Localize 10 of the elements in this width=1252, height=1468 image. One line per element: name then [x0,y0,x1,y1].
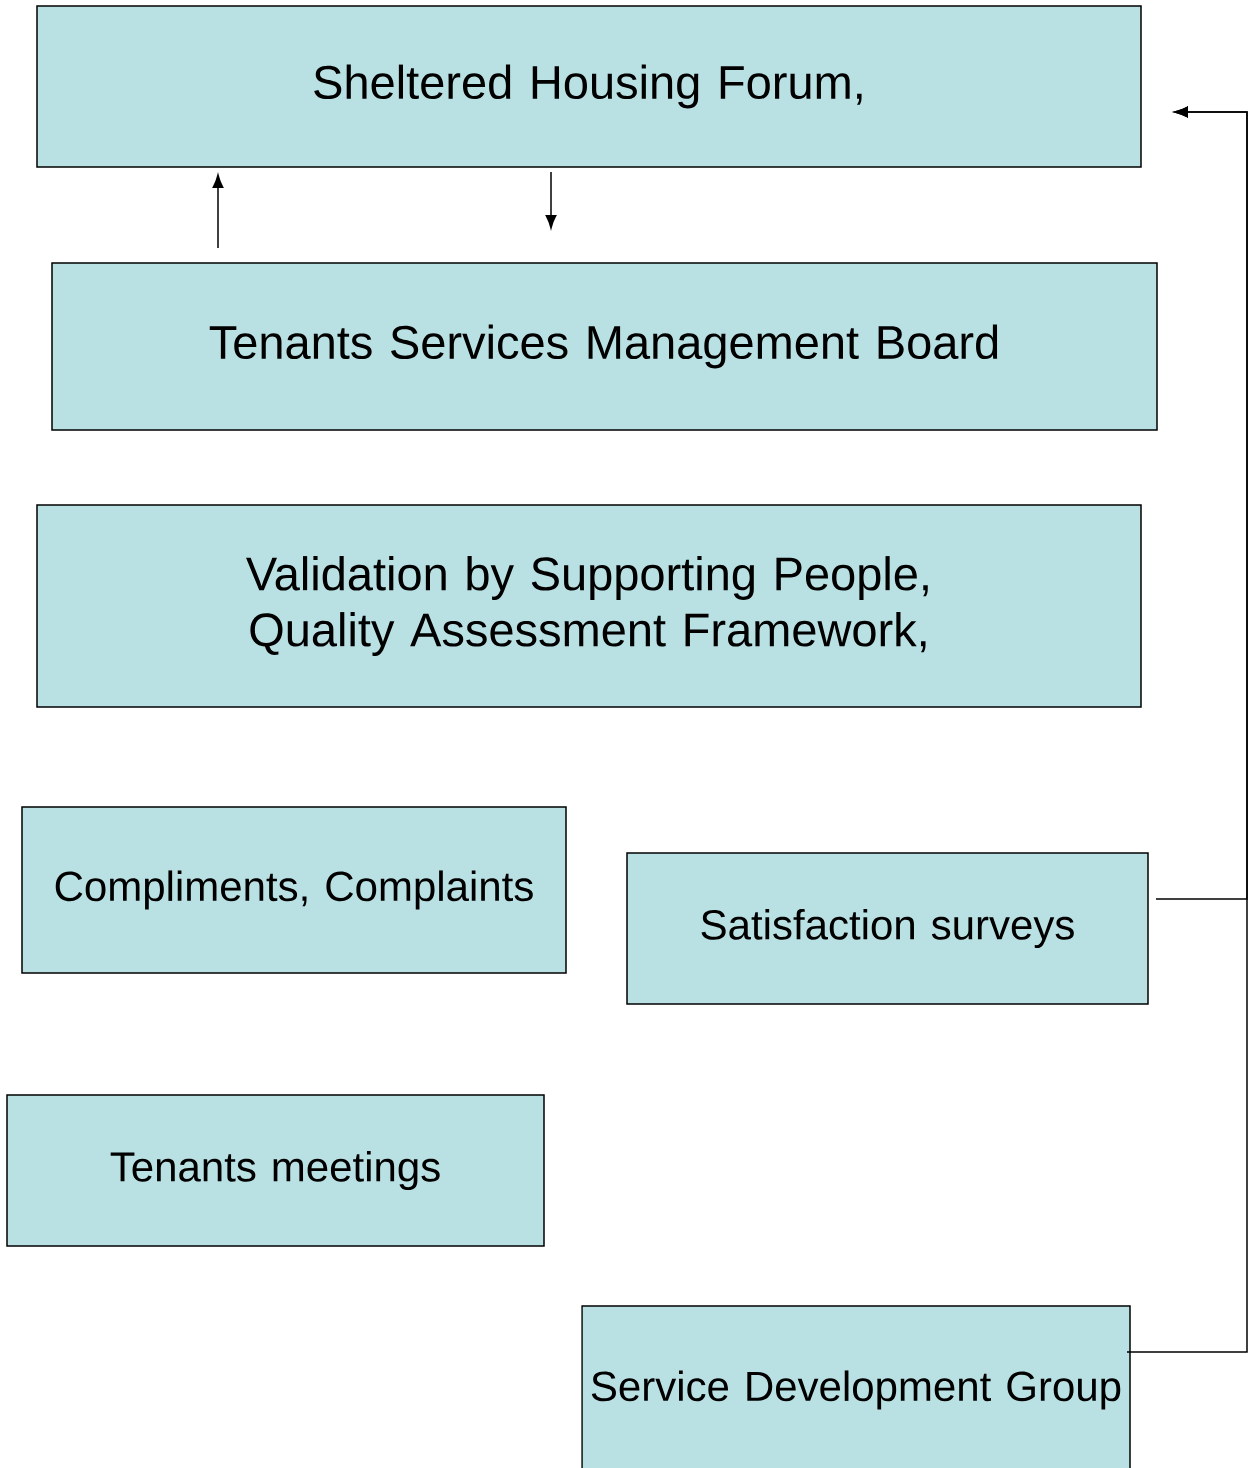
arrow [545,171,557,229]
arrow [1126,106,1248,1353]
box: Compliments, Complaints [21,806,567,974]
box: Tenants meetings [6,1094,545,1247]
box: Sheltered Housing Forum, [36,5,1142,168]
box: Service Development Group [581,1305,1131,1468]
box: Satisfaction surveys [626,852,1149,1005]
arrow [212,174,224,249]
box: Tenants Services Management Board [51,262,1158,431]
box: Validation by Supporting People, Quality Assessment Framework, [36,504,1142,708]
